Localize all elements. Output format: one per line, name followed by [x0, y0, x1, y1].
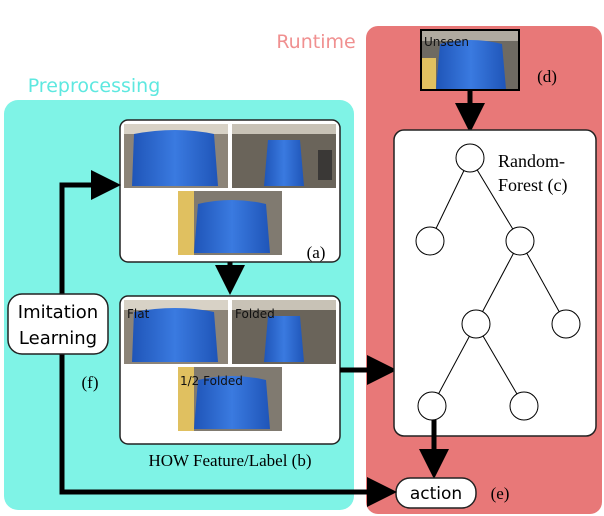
- action-label: action: [410, 484, 462, 504]
- panel-c: [393, 129, 597, 437]
- tree-node-l2-left: [461, 309, 491, 339]
- arrow-loop-to-panel-a: [59, 170, 122, 294]
- panel-b-caption: HOW Feature/Label (b): [148, 451, 311, 470]
- tree-node-l3-left: [417, 391, 447, 421]
- panel-c-label-line2: Forest (c): [498, 175, 567, 196]
- tree-node-l1-right: [505, 226, 535, 256]
- preprocessing-title: Preprocessing: [28, 75, 161, 97]
- panel-d-label: (d): [537, 67, 557, 86]
- imitation-learning-line2: Learning: [19, 328, 97, 349]
- tree-node-l3-right: [509, 391, 539, 421]
- action-e-label: (e): [491, 484, 510, 503]
- photo-b3-label: 1/2 Folded: [180, 374, 243, 388]
- panel-c-label-line1: Random-: [498, 151, 565, 171]
- photo-b3: [178, 367, 282, 431]
- photo-b2-label: Folded: [235, 307, 275, 321]
- imitation-learning-line1: Imitation: [18, 302, 98, 323]
- tree-node-l2-right: [551, 309, 581, 339]
- photo-b1-label: Flat: [127, 307, 150, 321]
- tree-node-root: [455, 143, 485, 173]
- photo-b2: [232, 300, 336, 364]
- panel-a-label: (a): [307, 243, 326, 262]
- tree-node-l1-left: [415, 226, 445, 256]
- photo-a3: [178, 191, 282, 255]
- arrow-loop-to-action: [59, 352, 398, 507]
- photo-d: [422, 31, 518, 89]
- photo-b1: [124, 300, 228, 364]
- runtime-title: Runtime: [276, 31, 355, 53]
- photo-a2: [232, 124, 336, 188]
- photo-d-label: Unseen: [424, 35, 469, 49]
- photo-a1: [124, 124, 228, 188]
- imitation-learning-node: [7, 293, 109, 355]
- imitation-f-label: (f): [82, 373, 99, 392]
